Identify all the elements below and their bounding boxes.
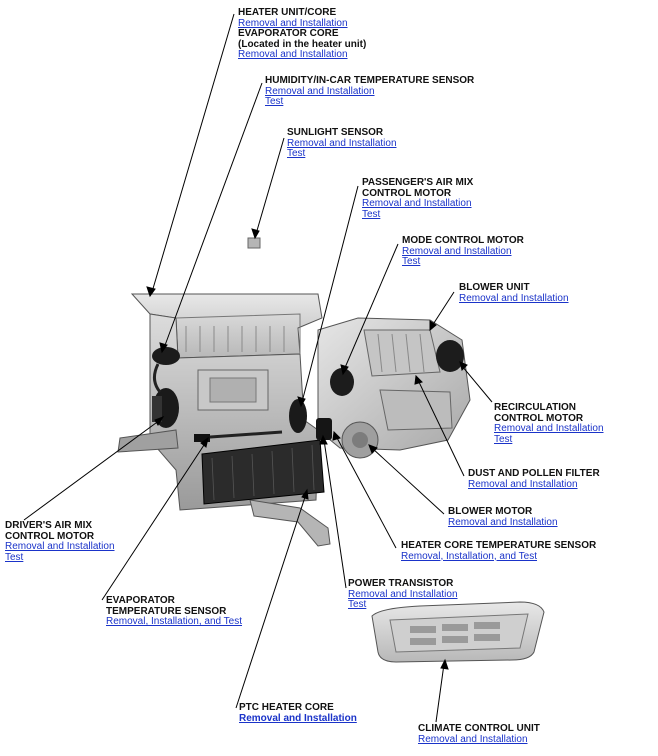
climate-control-removal-link[interactable]: Removal and Installation — [418, 733, 528, 745]
callout-heater-unit: HEATER UNIT/CORE Removal and Installatio… — [238, 7, 367, 61]
callout-blower-unit: BLOWER UNIT Removal and Installation — [459, 282, 569, 304]
ptc-heater-removal-link[interactable]: Removal and Installation — [239, 712, 357, 724]
power-transistor-test-link[interactable]: Test — [348, 599, 367, 610]
dust-filter-removal-link[interactable]: Removal and Installation — [468, 478, 578, 490]
heater-core-sensor-link[interactable]: Removal, Installation, and Test — [401, 550, 538, 562]
driver-air-mix-title-2: CONTROL MOTOR — [5, 530, 95, 542]
evaporator-core-removal-link[interactable]: Removal and Installation — [238, 49, 348, 60]
humidity-sensor-test-link[interactable]: Test — [265, 96, 284, 107]
driver-air-mix-test-link[interactable]: Test — [5, 551, 24, 563]
ptc-heater-illustration — [201, 439, 325, 505]
passenger-air-mix-title-1: PASSENGER'S AIR MIX — [362, 177, 474, 188]
callout-sunlight-sensor: SUNLIGHT SENSOR Removal and Installation… — [287, 127, 397, 160]
heater-unit-title: HEATER UNIT/CORE — [238, 7, 337, 18]
recirculation-removal-link[interactable]: Removal and Installation — [494, 423, 604, 434]
blower-unit-removal-link[interactable]: Removal and Installation — [459, 292, 569, 304]
passenger-air-mix-title-2: CONTROL MOTOR — [362, 187, 452, 199]
evaporator-sensor-title-2: TEMPERATURE SENSOR — [106, 605, 227, 617]
sunlight-sensor-test-link[interactable]: Test — [287, 148, 306, 159]
callout-power-transistor: POWER TRANSISTOR Removal and Installatio… — [348, 578, 458, 611]
driver-air-mix-removal-link[interactable]: Removal and Installation — [5, 541, 115, 552]
power-transistor-title: POWER TRANSISTOR — [348, 578, 454, 589]
blower-motor-removal-link[interactable]: Removal and Installation — [448, 516, 558, 528]
blower-motor-title: BLOWER MOTOR — [448, 506, 533, 517]
callout-evaporator-sensor: EVAPORATOR TEMPERATURE SENSOR Removal, I… — [106, 595, 243, 628]
evaporator-core-subtitle: (Located in the heater unit) — [238, 38, 367, 50]
recirculation-title-2: CONTROL MOTOR — [494, 412, 584, 424]
dust-filter-title: DUST AND POLLEN FILTER — [468, 468, 600, 479]
passenger-air-mix-removal-link[interactable]: Removal and Installation — [362, 198, 472, 209]
passenger-air-mix-test-link[interactable]: Test — [362, 208, 381, 220]
power-transistor-removal-link[interactable]: Removal and Installation — [348, 588, 458, 600]
ptc-heater-title: PTC HEATER CORE — [239, 702, 334, 713]
sunlight-sensor-illustration — [247, 237, 261, 249]
evaporator-sensor-title-1: EVAPORATOR — [106, 595, 175, 606]
callout-mode-motor: MODE CONTROL MOTOR Removal and Installat… — [402, 235, 524, 268]
sunlight-sensor-title: SUNLIGHT SENSOR — [287, 127, 384, 138]
heater-core-sensor-title: HEATER CORE TEMPERATURE SENSOR — [401, 540, 597, 551]
callout-climate-control: CLIMATE CONTROL UNIT Removal and Install… — [418, 723, 540, 745]
callout-driver-air-mix: DRIVER'S AIR MIX CONTROL MOTOR Removal a… — [5, 520, 115, 563]
heater-unit-removal-link[interactable]: Removal and Installation — [238, 17, 348, 29]
climate-control-title: CLIMATE CONTROL UNIT — [418, 723, 540, 734]
callout-recirculation-motor: RECIRCULATION CONTROL MOTOR Removal and … — [494, 402, 604, 445]
callout-heater-core-sensor: HEATER CORE TEMPERATURE SENSOR Removal, … — [401, 540, 597, 562]
mode-control-motor — [330, 368, 354, 396]
passenger-air-mix-motor — [289, 399, 307, 433]
power-transistor-illustration — [316, 418, 332, 440]
blower-unit-illustration — [317, 317, 471, 459]
callout-blower-motor: BLOWER MOTOR Removal and Installation — [448, 506, 558, 528]
mode-motor-title: MODE CONTROL MOTOR — [402, 235, 524, 246]
callout-ptc-heater: PTC HEATER CORE Removal and Installation — [239, 702, 357, 724]
mode-motor-test-link[interactable]: Test — [402, 256, 421, 267]
humidity-sensor-removal-link[interactable]: Removal and Installation — [265, 85, 375, 97]
leader-lines — [23, 13, 493, 723]
blower-unit-title: BLOWER UNIT — [459, 282, 530, 293]
callout-passenger-air-mix: PASSENGER'S AIR MIX CONTROL MOTOR Remova… — [362, 177, 474, 220]
recirculation-title-1: RECIRCULATION — [494, 402, 577, 413]
humidity-sensor-illustration — [152, 347, 180, 393]
driver-air-mix-title-1: DRIVER'S AIR MIX — [5, 520, 93, 531]
sunlight-sensor-removal-link[interactable]: Removal and Installation — [287, 137, 397, 149]
recirculation-motor — [436, 340, 464, 372]
recirculation-test-link[interactable]: Test — [494, 433, 513, 445]
callout-dust-filter: DUST AND POLLEN FILTER Removal and Insta… — [468, 468, 600, 490]
evaporator-sensor-illustration — [194, 430, 283, 442]
callout-humidity-sensor: HUMIDITY/IN-CAR TEMPERATURE SENSOR Remov… — [265, 75, 475, 108]
evaporator-sensor-link[interactable]: Removal, Installation, and Test — [106, 616, 243, 627]
humidity-sensor-title: HUMIDITY/IN-CAR TEMPERATURE SENSOR — [265, 75, 475, 86]
climate-control-illustration — [371, 601, 545, 663]
evaporator-core-title: EVAPORATOR CORE — [238, 28, 339, 39]
mode-motor-removal-link[interactable]: Removal and Installation — [402, 245, 512, 257]
